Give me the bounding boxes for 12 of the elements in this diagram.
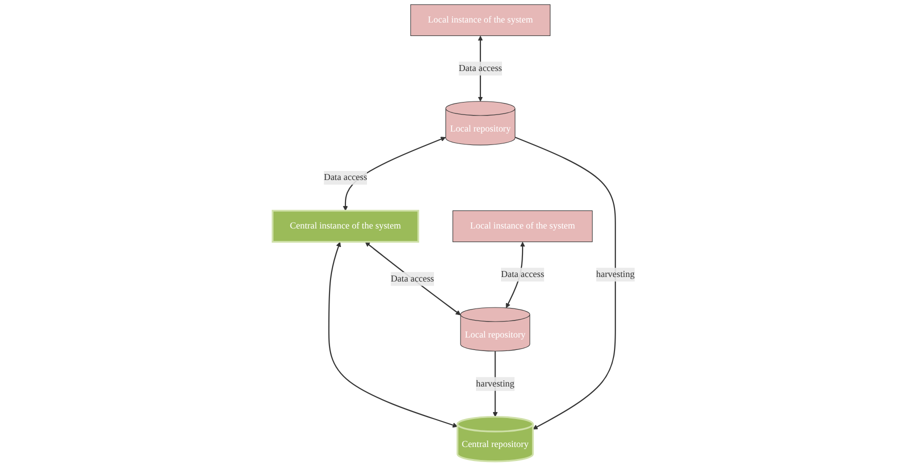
arrow [364,242,461,316]
edge-label: Data access [324,172,367,182]
edge-label: Data access [390,274,434,284]
edge-label: harvesting [596,269,634,280]
arrow [328,242,458,428]
arrow [514,136,616,430]
node-box: Local instance of the system [410,4,550,36]
node-box: Local instance of the system [452,210,593,242]
edge-label: harvesting [476,378,514,389]
edge-label: Data access [458,63,502,74]
node-box: Central instance of the system [272,210,420,243]
edge-label: Data access [500,269,544,280]
